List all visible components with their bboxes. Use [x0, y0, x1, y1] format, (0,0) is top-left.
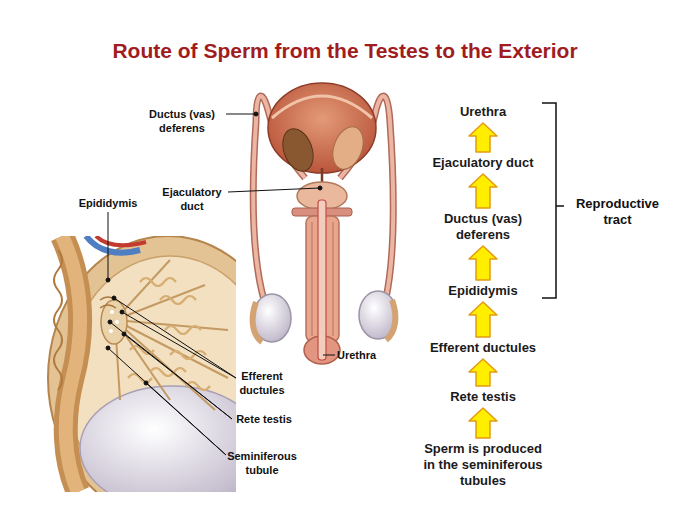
testis-lower [80, 386, 236, 492]
leader-line [124, 334, 232, 419]
step-text: Urethra [443, 104, 523, 120]
flow-step: Sperm is produced in the seminiferous tu… [420, 441, 546, 489]
testis-right [359, 291, 397, 339]
leader-dot [144, 381, 148, 385]
bladder [268, 83, 376, 173]
testis-left [253, 294, 291, 342]
step-text: Rete testis [438, 389, 528, 405]
septum [115, 285, 205, 320]
part-label: Rete testis [224, 412, 304, 426]
step-text: Sperm is produced in the seminiferous tu… [420, 441, 546, 489]
leader-line [108, 212, 109, 280]
epididymis-right [386, 300, 395, 340]
step-text: Ductus (vas) deferens [436, 211, 530, 243]
septum [115, 260, 170, 320]
leader-dot [106, 278, 110, 282]
rete-hole [109, 329, 113, 333]
efferent-ducts [100, 297, 116, 308]
part-label: Seminiferous tubule [220, 449, 304, 477]
part-label: Efferent ductules [232, 369, 292, 397]
part-label: Ejaculatory duct [156, 185, 228, 213]
flow-arrow [469, 174, 497, 208]
leader-line [323, 355, 335, 356]
leader-lines [106, 112, 335, 455]
tubule [128, 374, 152, 382]
rete-hole [115, 320, 119, 324]
septa [115, 260, 228, 410]
urethra-tube [318, 200, 326, 360]
part-label: Epididymis [68, 196, 148, 210]
flow-step: Urethra [443, 104, 523, 120]
leader-line [110, 322, 232, 419]
diagram-title: Route of Sperm from the Testes to the Ex… [0, 38, 690, 64]
leader-line [228, 188, 320, 192]
leader-dot [106, 346, 110, 350]
leader-dot [112, 296, 116, 300]
epididymis-coil [54, 250, 62, 390]
step-text: Efferent ductules [418, 340, 548, 356]
tubule [165, 326, 201, 334]
leader-dot [254, 112, 258, 116]
tubule [140, 278, 176, 286]
leader-dot [122, 332, 126, 336]
shaft-stripe [311, 222, 313, 336]
flow-step: Rete testis [438, 389, 528, 405]
tubule [160, 296, 196, 304]
septum [115, 320, 170, 400]
leader-line [146, 383, 226, 455]
step-text: Ejaculatory duct [418, 155, 548, 171]
artery [96, 236, 146, 245]
flow-step: Ejaculatory duct [418, 155, 548, 171]
leader-dot [108, 320, 112, 324]
part-label: Reproductive tract [570, 196, 665, 228]
tunica-outer [48, 236, 236, 492]
flow-arrow [469, 123, 497, 152]
leader-line [226, 114, 256, 115]
step-text: Epididymis [438, 283, 528, 299]
leader-dot [318, 186, 322, 190]
bladder-rim [272, 96, 372, 118]
leader-line [108, 348, 226, 455]
part-label: Ductus (vas) deferens [140, 107, 224, 135]
flow-arrow [469, 408, 497, 438]
leader-line [114, 298, 236, 378]
epididymis-tube-inner [62, 236, 80, 492]
shaft-stripe [332, 222, 334, 336]
epididymis-left [253, 302, 262, 342]
bracket [542, 103, 564, 298]
epididymis-tube [62, 236, 80, 492]
part-label: Urethra [337, 348, 397, 362]
seminal-vesicle-right [327, 123, 368, 174]
flow-step: Efferent ductules [418, 340, 548, 356]
septum [115, 320, 215, 410]
testis-section [28, 236, 236, 492]
flow-arrow [469, 302, 497, 337]
seminal-vesicle-left [277, 125, 318, 176]
flow-arrow [469, 359, 497, 386]
leader-dot [120, 310, 124, 314]
flow-arrow [469, 246, 497, 280]
flow-step: Ductus (vas) deferens [436, 211, 530, 243]
rete-hole [110, 310, 114, 314]
flow-step: Epididymis [438, 283, 528, 299]
reproductive-tract-figure [253, 83, 397, 364]
